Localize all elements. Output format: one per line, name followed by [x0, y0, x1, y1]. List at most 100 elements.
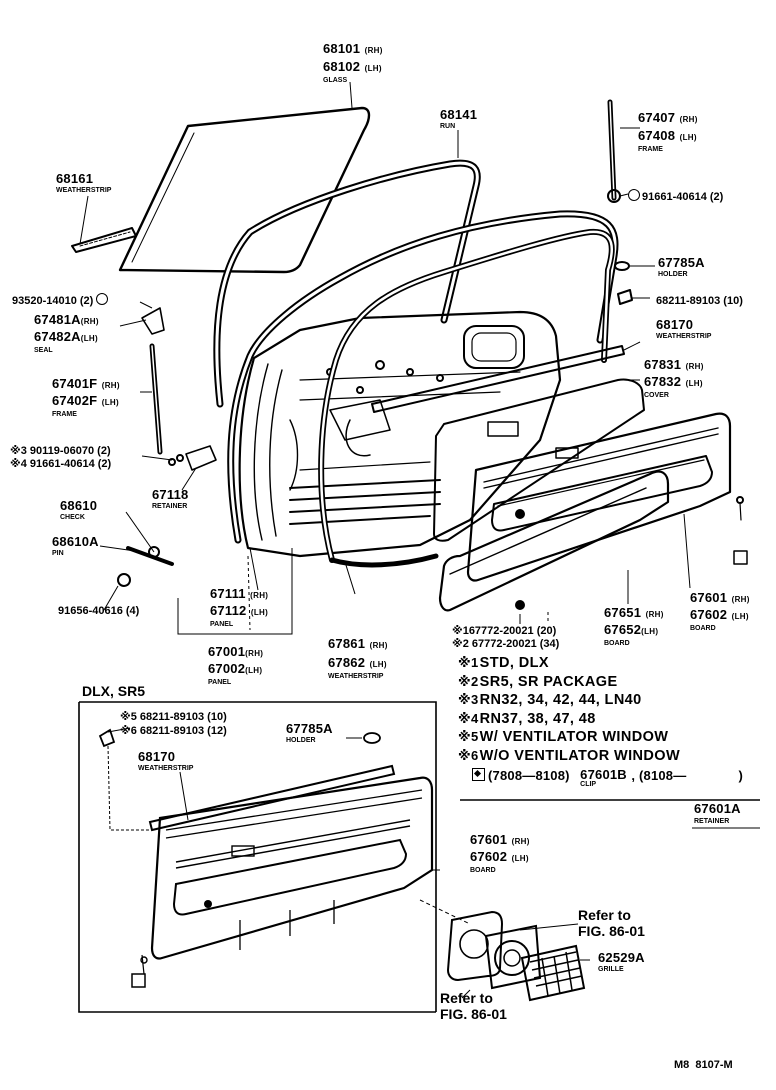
- label-glass: 68101 (RH) 68102 (LH) GLASS: [323, 41, 383, 84]
- label-panel-67111: 67111 (RH) 67112 (LH) PANEL: [210, 586, 268, 628]
- side-rh: (RH): [245, 649, 264, 658]
- label-clips-67772: ※167772-20021 (20) ※2 67772-20021 (34): [452, 626, 559, 650]
- part-number: 68211-89103 (10): [139, 711, 227, 723]
- part-number: 67118: [152, 487, 189, 502]
- side-lh: (LH): [679, 133, 697, 142]
- side-rh: (RH): [80, 317, 99, 326]
- part-number: 67401F: [52, 376, 98, 391]
- label-weatherstrip-67861: 67861 (RH) 67862 (LH) WEATHERSTRIP: [328, 636, 388, 680]
- label-seal: 67481A(RH) 67482A(LH) SEAL: [34, 312, 99, 354]
- note-text: STD, DLX: [479, 655, 549, 671]
- part-number: 68170: [656, 317, 694, 332]
- speaker-gasket: [446, 910, 504, 982]
- label-weatherstrip-68170: 68170 WEATHERSTRIP: [656, 318, 711, 340]
- note-text: W/O VENTILATOR WINDOW: [479, 747, 681, 764]
- part-number: 68141: [440, 107, 478, 122]
- label-bolt-91656: 91656-40616 (4): [58, 602, 139, 618]
- figure-reference: FIG. 86-01: [578, 923, 645, 939]
- note-1: ※1STD, DLX: [458, 656, 680, 671]
- side-lh: (LH): [511, 854, 529, 863]
- part-name: BOARD: [604, 640, 630, 647]
- part-number: 67601B: [580, 767, 627, 782]
- note-mark: ※3: [458, 692, 479, 707]
- part-number: 67785A: [286, 721, 333, 736]
- part-name: SEAL: [34, 347, 53, 354]
- seal-67481A: [141, 307, 165, 335]
- part-name: RETAINER: [152, 503, 188, 510]
- note-text: RN37, 38, 47, 48: [479, 710, 596, 727]
- bracket: ): [738, 768, 743, 783]
- part-number: 68211-89103 (10): [656, 295, 743, 307]
- side-lh: (LH): [80, 334, 98, 343]
- note-mark: ※4: [10, 458, 27, 470]
- part-name: PIN: [52, 550, 64, 557]
- side-lh: (LH): [369, 660, 387, 669]
- screw-circle-icon: [96, 293, 109, 305]
- side-lh: (LH): [731, 612, 749, 621]
- part-number: 67772-20021 (34): [471, 638, 560, 650]
- part-number: 68610A: [52, 534, 99, 549]
- note-mark: ※5: [120, 711, 137, 723]
- part-number: 68102: [323, 59, 361, 74]
- date-range: , (8108—: [631, 768, 687, 783]
- refer-label-1: Refer to FIG. 86-01: [578, 908, 645, 938]
- label-panel-67001: 67001(RH) 67002(LH) PANEL: [208, 644, 263, 686]
- side-lh: (LH): [245, 666, 263, 675]
- part-number: 67861: [328, 636, 366, 651]
- part-number: 67001: [208, 644, 246, 659]
- speaker-unit: [484, 924, 542, 990]
- label-check-68610: 68610 CHECK: [60, 499, 97, 521]
- glass: [118, 106, 371, 274]
- part-number: 68161: [56, 171, 94, 186]
- part-number: 68211-89103 (12): [139, 725, 227, 737]
- inset-board: [150, 776, 434, 960]
- side-lh: (LH): [364, 64, 382, 73]
- note-mark: ※5: [458, 729, 479, 744]
- note-text: SR5, SR PACKAGE: [479, 673, 618, 690]
- side-rh: (RH): [645, 610, 664, 619]
- inset-box: [79, 701, 437, 1012]
- part-name: PANEL: [208, 679, 232, 686]
- part-number: 67831: [644, 357, 682, 372]
- inset-weatherstrip-label: 68170 WEATHERSTRIP: [138, 750, 193, 772]
- part-number: 67407: [638, 110, 676, 125]
- part-number: 67111: [210, 586, 246, 601]
- part-number: 67481A: [34, 312, 81, 327]
- refer-text: Refer to: [440, 990, 493, 1006]
- inset-clip-labels: ※5 68211-89103 (10) ※6 68211-89103 (12): [120, 712, 227, 737]
- side-lh: (LH): [250, 608, 269, 617]
- side-lh: (LH): [685, 379, 703, 388]
- part-number: 90119-06070 (2): [29, 445, 111, 457]
- part-name: GRILLE: [598, 966, 624, 973]
- board-67651: [438, 470, 670, 612]
- refer-label-2: Refer to FIG. 86-01: [440, 991, 507, 1021]
- label-screw-93520: 93520-14010 (2): [12, 292, 110, 308]
- side-lh: (LH): [641, 627, 659, 636]
- clip-note-67601B: (7808—8108) 67601B CLIP , (8108—): [472, 768, 743, 788]
- figure-reference: FIG. 86-01: [440, 1006, 507, 1022]
- side-rh: (RH): [731, 595, 750, 604]
- part-name: COVER: [644, 392, 669, 399]
- note-mark: ※3: [10, 445, 27, 457]
- label-pin-68610A: 68610A PIN: [52, 535, 99, 557]
- side-rh: (RH): [685, 362, 704, 371]
- label-board-67601: 67601 (RH) 67602 (LH) BOARD: [690, 590, 750, 632]
- part-number: 67785A: [658, 255, 705, 270]
- part-name: GLASS: [323, 77, 348, 84]
- part-name: CLIP: [580, 781, 597, 788]
- run-68141: [213, 159, 481, 408]
- side-rh: (RH): [679, 115, 698, 124]
- note-text: RN32, 34, 42, 44, LN40: [479, 692, 642, 708]
- side-rh: (RH): [101, 381, 120, 390]
- part-number: 93520-14010 (2): [12, 295, 94, 307]
- note-text: W/ VENTILATOR WINDOW: [479, 729, 669, 745]
- retainer-note-67601A: 67601A RETAINER: [694, 802, 741, 825]
- note-mark: ※2: [458, 673, 479, 689]
- note-3: ※3RN32, 34, 42, 44, LN40: [458, 693, 680, 708]
- clip-square-icon: [472, 768, 485, 781]
- part-number: 67601: [470, 832, 508, 847]
- part-number: 67482A: [34, 329, 81, 344]
- note-mark: ※4: [458, 710, 479, 726]
- part-name: HOLDER: [658, 271, 688, 278]
